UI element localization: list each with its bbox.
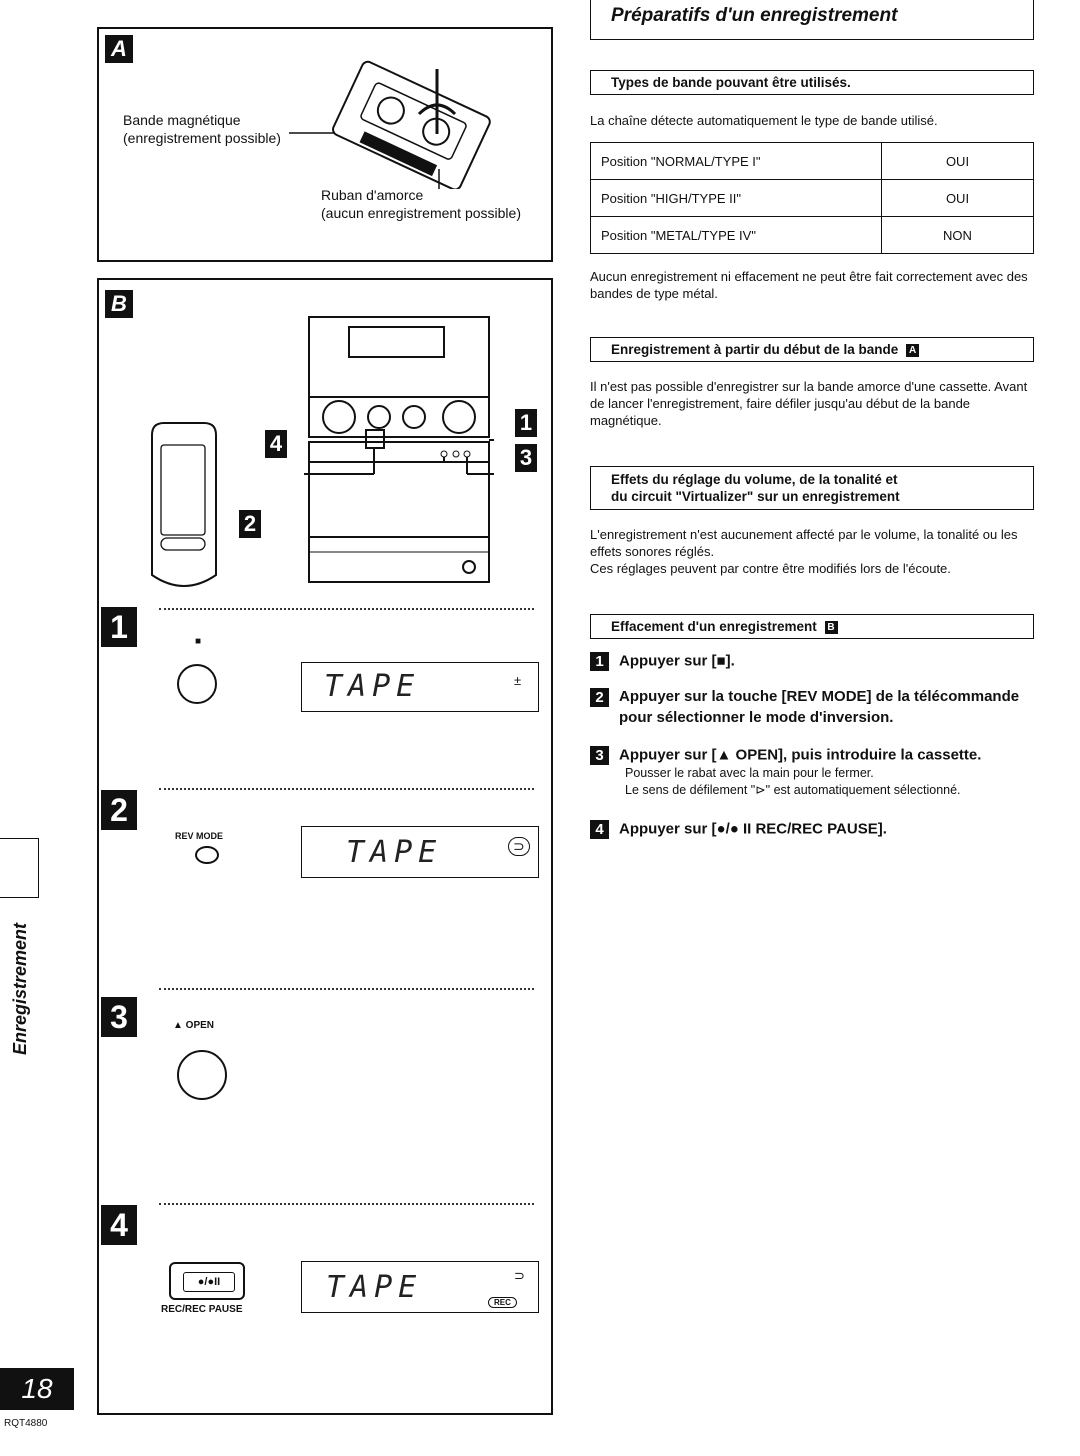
rec-pause-button[interactable]: ●/●II — [169, 1262, 245, 1300]
open-button[interactable] — [177, 1050, 227, 1100]
section-effects-heading: Effets du réglage du volume, de la tonal… — [590, 466, 1034, 510]
section-tape-types-heading: Types de bande pouvant être utilisés. — [590, 70, 1034, 95]
panel-a: A Bande magnétique (enregistrement possi… — [97, 27, 553, 262]
callout-2: 2 — [239, 510, 261, 538]
callout-1: 1 — [515, 409, 537, 437]
table-row: Position "METAL/TYPE IV" NON — [590, 216, 1034, 254]
step-1-number: 1 — [101, 607, 137, 647]
panel-b: B 1 3 4 2 1 ■ — [97, 278, 553, 1415]
step-1-divider — [159, 608, 534, 610]
rev-mode-button[interactable] — [195, 846, 219, 864]
page-title-box: Préparatifs d'un enregistrement — [590, 0, 1034, 40]
remote-control-illustration — [151, 422, 217, 587]
rev-mode-button-label: REV MODE — [175, 831, 224, 841]
step-4-divider — [159, 1203, 534, 1205]
table-row: Position "HIGH/TYPE II" OUI — [590, 179, 1034, 217]
section-record-start-heading: Enregistrement à partir du début de la b… — [590, 337, 1034, 362]
step-1-display: TAPE ± — [301, 662, 539, 712]
callout-3: 3 — [515, 444, 537, 472]
section-effects-text: L'enregistrement n'est aucunement affect… — [590, 527, 1018, 576]
tape-types-table: Position "NORMAL/TYPE I" OUI Position "H… — [590, 142, 1034, 254]
section-erase-heading: Effacement d'un enregistrement B — [590, 614, 1034, 639]
section-record-start-text: Il n'est pas possible d'enregistrer sur … — [590, 379, 1028, 428]
tape-label: Bande magnétique (enregistrement possibl… — [123, 112, 281, 146]
step-2-divider — [159, 788, 534, 790]
cassette-illustration — [289, 60, 491, 189]
panel-b-label: B — [105, 290, 133, 318]
step-3-divider — [159, 988, 534, 990]
callout-4: 4 — [265, 430, 287, 458]
panel-a-label: A — [105, 35, 133, 63]
step-2-number: 2 — [101, 790, 137, 830]
stop-button[interactable] — [177, 664, 217, 704]
section-tape-types-note: Aucun enregistrement ni effacement ne pe… — [590, 269, 1028, 301]
section-tape-types-intro: La chaîne détecte automatiquement le typ… — [590, 113, 938, 128]
step-2-display: TAPE ⊃ — [301, 826, 539, 878]
page-number: 18 — [0, 1368, 74, 1410]
section-tab — [0, 838, 39, 898]
side-section-label: Enregistrement — [10, 922, 30, 1055]
doc-code: RQT4880 — [4, 1418, 48, 1429]
step-3-number: 3 — [101, 997, 137, 1037]
table-row: Position "NORMAL/TYPE I" OUI — [590, 142, 1034, 180]
stop-button-label: ■ — [195, 636, 202, 647]
page-title: Préparatifs d'un enregistrement — [611, 5, 898, 26]
step-4-display: TAPE ⊃ REC — [301, 1261, 539, 1313]
step-4-number: 4 — [101, 1205, 137, 1245]
rec-pause-button-caption: REC/REC PAUSE — [161, 1304, 243, 1315]
stereo-system-illustration — [304, 316, 494, 583]
leader-label: Ruban d'amorce (aucun enregistrement pos… — [321, 187, 521, 221]
open-button-label: ▲ OPEN — [173, 1020, 215, 1031]
